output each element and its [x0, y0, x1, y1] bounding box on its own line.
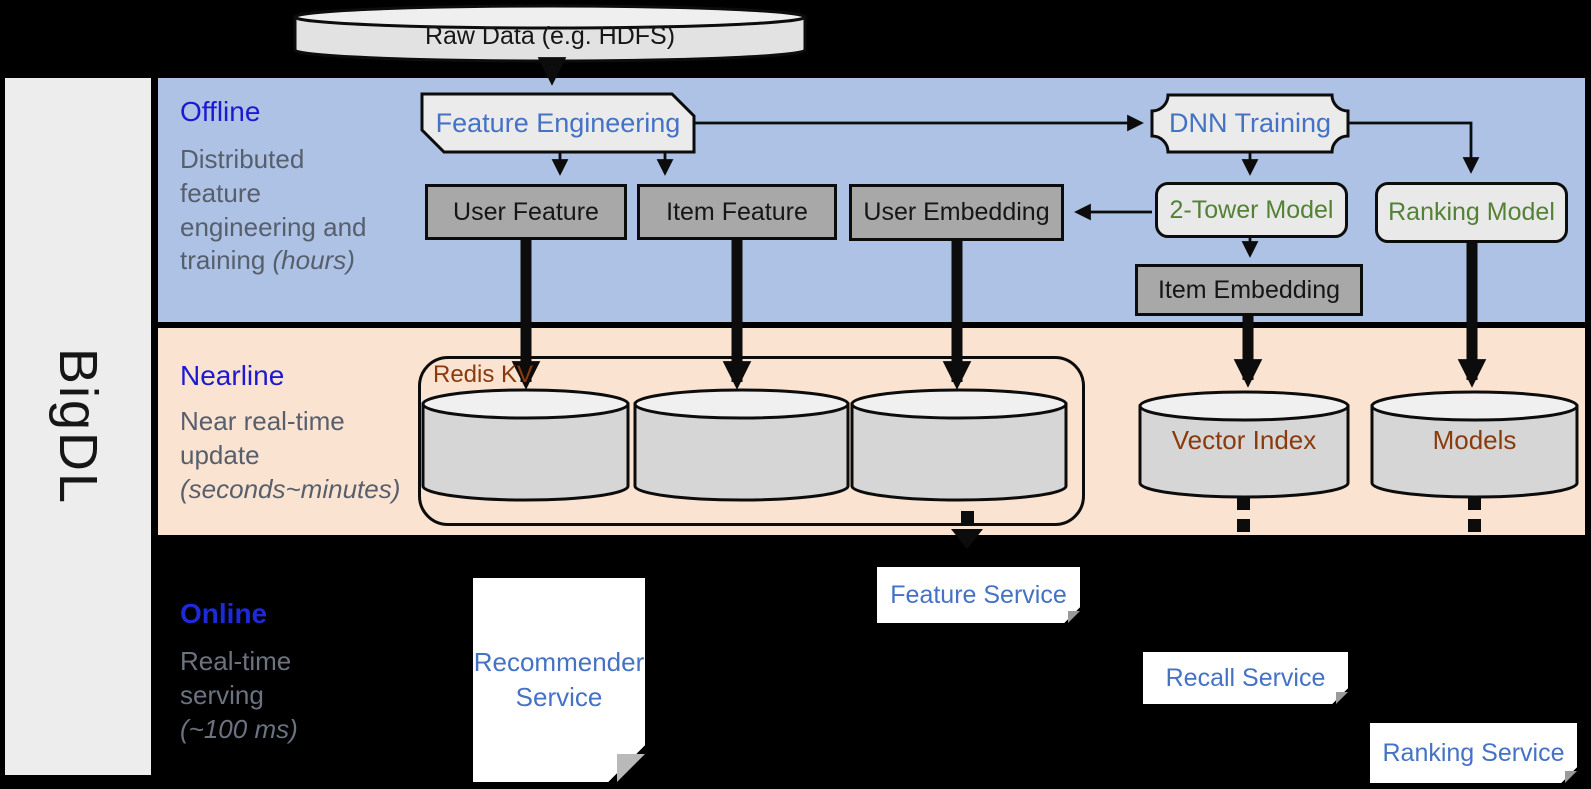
page-fold-icon — [1565, 771, 1577, 783]
raw-data-store: Raw Data (e.g. HDFS) — [424, 21, 676, 50]
feature-service-box: Feature Service — [877, 567, 1080, 623]
page-fold-icon — [617, 754, 645, 782]
nearline-description: Near real-time update (seconds~minutes) — [180, 406, 401, 504]
vector-index-label: Vector Index — [1171, 424, 1317, 455]
ranking-service-box: Ranking Service — [1370, 723, 1577, 783]
user-embedding-box: User Embedding — [849, 184, 1064, 241]
recall-service-box: Recall Service — [1143, 652, 1348, 704]
nearline-title: Nearline — [180, 360, 285, 391]
redis-kv-container — [418, 356, 1085, 526]
feature-engineering-node: Feature Engineering — [435, 107, 681, 138]
item-feature-box: Item Feature — [637, 184, 837, 240]
online-description: Real-time serving (~100 ms) — [180, 646, 298, 744]
two-tower-model-box: 2-Tower Model — [1155, 182, 1348, 238]
user-feature-box: User Feature — [425, 184, 627, 240]
item-embedding-box: Item Embedding — [1135, 264, 1363, 316]
ranking-model-box: Ranking Model — [1375, 182, 1568, 243]
online-title: Online — [180, 598, 268, 629]
bigdl-label: BigDL — [48, 347, 108, 506]
bigdl-sidebar: BigDL — [5, 78, 151, 775]
redis-kv-label: Redis KV — [433, 361, 534, 388]
offline-description: Distributed feature engineering and trai… — [180, 144, 367, 276]
recommender-service-doc: Recommender Service — [473, 578, 645, 782]
page-fold-icon — [1068, 611, 1080, 623]
offline-title: Offline — [180, 96, 261, 127]
dnn-training-node: DNN Training — [1168, 108, 1332, 138]
page-fold-icon — [1336, 692, 1348, 704]
models-label: Models — [1432, 424, 1517, 455]
